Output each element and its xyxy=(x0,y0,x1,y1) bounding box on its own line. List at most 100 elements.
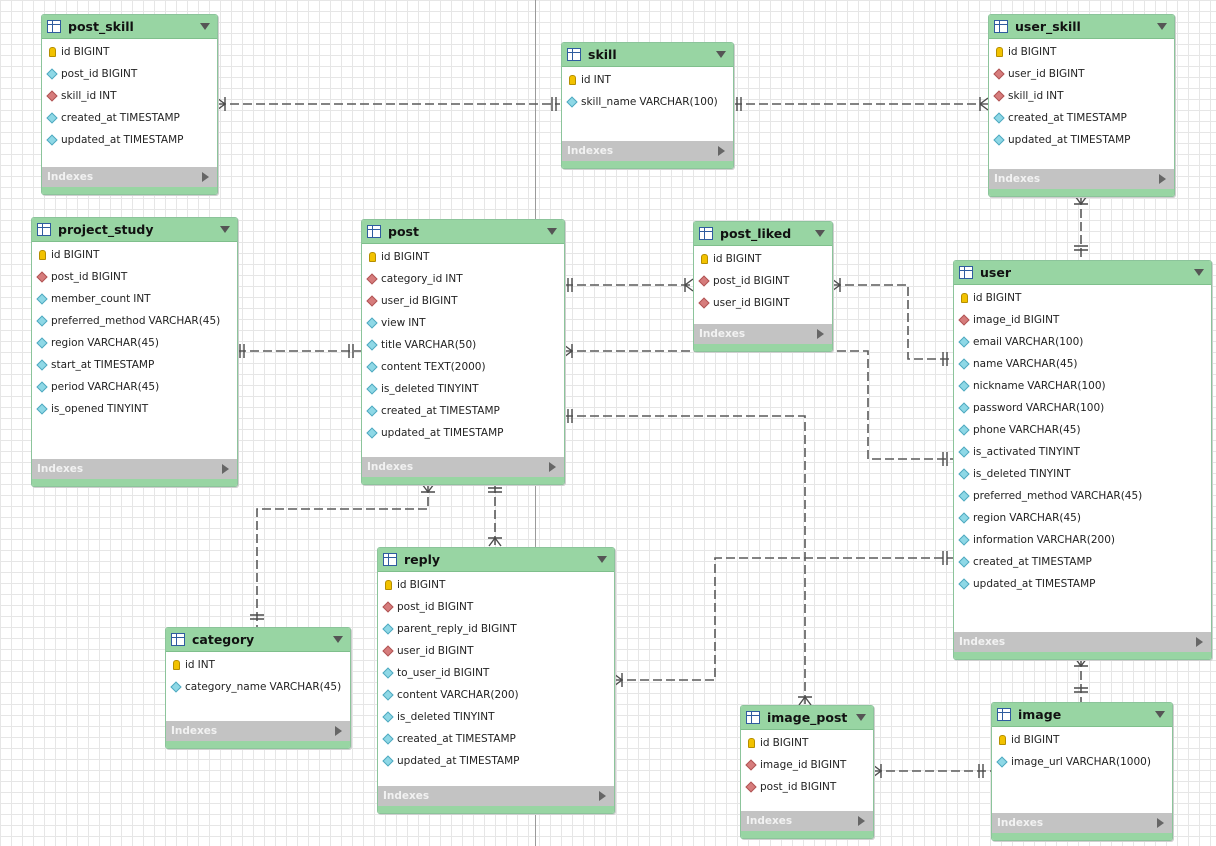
collapse-arrow-icon[interactable] xyxy=(1157,23,1167,30)
indexes-section[interactable]: Indexes xyxy=(694,324,832,344)
entity-header[interactable]: user_skill xyxy=(989,15,1174,39)
entity-header[interactable]: project_study xyxy=(32,218,237,242)
indexes-section[interactable]: Indexes xyxy=(992,813,1172,833)
entity-header[interactable]: category xyxy=(166,628,350,652)
collapse-arrow-icon[interactable] xyxy=(597,556,607,563)
expand-arrow-icon[interactable] xyxy=(858,816,865,826)
indexes-section[interactable]: Indexes xyxy=(741,811,873,831)
collapse-arrow-icon[interactable] xyxy=(200,23,210,30)
collapse-arrow-icon[interactable] xyxy=(856,714,866,721)
entity-header[interactable]: image_post xyxy=(741,706,873,730)
collapse-arrow-icon[interactable] xyxy=(1155,711,1165,718)
entity-header[interactable]: post xyxy=(362,220,564,244)
expand-arrow-icon[interactable] xyxy=(335,726,342,736)
entity-header[interactable]: image xyxy=(992,703,1172,727)
expand-arrow-icon[interactable] xyxy=(202,172,209,182)
indexes-section[interactable]: Indexes xyxy=(378,786,614,806)
expand-arrow-icon[interactable] xyxy=(718,146,725,156)
indexes-section[interactable]: Indexes xyxy=(562,141,733,161)
collapse-arrow-icon[interactable] xyxy=(1194,269,1204,276)
expand-arrow-icon[interactable] xyxy=(1157,818,1164,828)
expand-arrow-icon[interactable] xyxy=(222,464,229,474)
indexes-section[interactable]: Indexes xyxy=(166,721,350,741)
entity-header[interactable]: reply xyxy=(378,548,614,572)
entity-header[interactable]: post_liked xyxy=(694,222,832,246)
collapse-arrow-icon[interactable] xyxy=(716,51,726,58)
collapse-arrow-icon[interactable] xyxy=(220,226,230,233)
expand-arrow-icon[interactable] xyxy=(549,462,556,472)
expand-arrow-icon[interactable] xyxy=(599,791,606,801)
indexes-section[interactable]: Indexes xyxy=(989,169,1174,189)
entity-header[interactable]: post_skill xyxy=(42,15,217,39)
indexes-section[interactable]: Indexes xyxy=(954,632,1211,652)
indexes-section[interactable]: Indexes xyxy=(32,459,237,479)
entity-header[interactable]: skill xyxy=(562,43,733,67)
collapse-arrow-icon[interactable] xyxy=(547,228,557,235)
expand-arrow-icon[interactable] xyxy=(1196,637,1203,647)
indexes-section[interactable]: Indexes xyxy=(42,167,217,187)
